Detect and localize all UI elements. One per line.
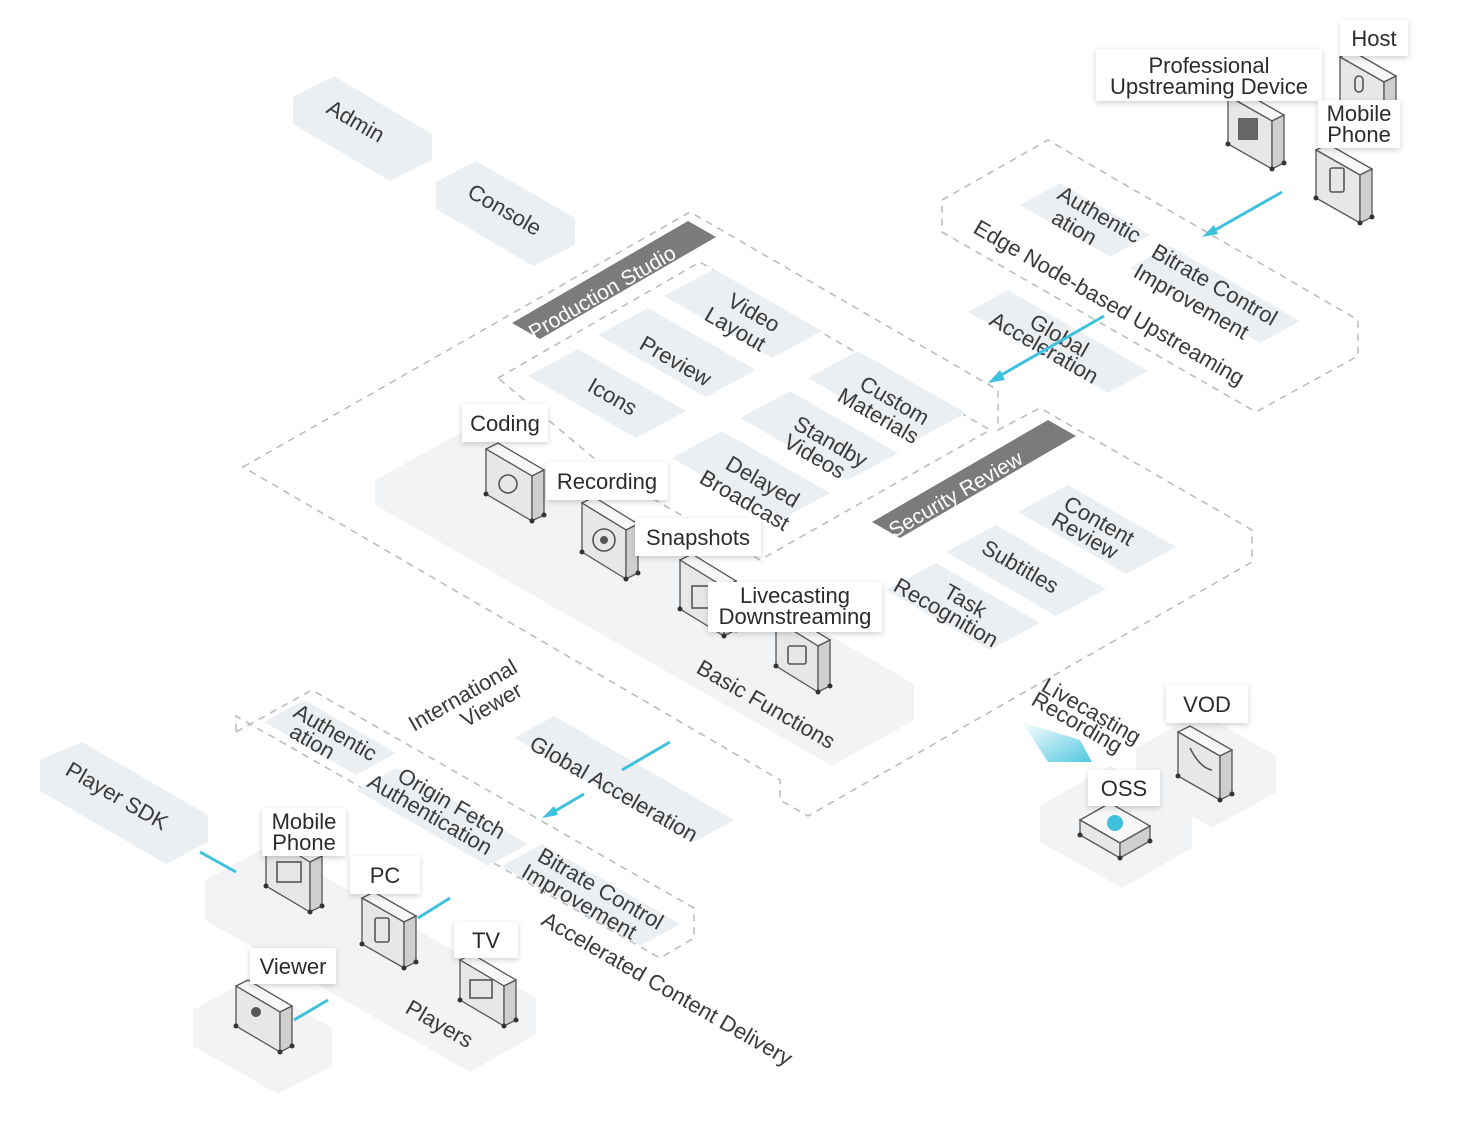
player-sdk-zone: Player SDK [40,742,208,864]
pc-tv-arrow [417,896,451,920]
delivery-tile-global-acceleration: Global Acceleration [514,716,734,847]
professional-label-line1: Professional [1148,53,1269,78]
cloud-icon [1107,815,1123,831]
edge-to-studio-arrow [988,314,1105,383]
viewer-device [233,979,295,1055]
professional-device [1225,89,1287,172]
content-delivery-outline [235,689,695,959]
server-icon [1238,118,1258,140]
snapshots-label-box: Snapshots [635,518,761,556]
pc-label-box: PC [350,856,420,894]
tv-label: TV [472,928,500,953]
coding-label-box: Coding [462,404,548,442]
viewer-arrow [293,998,329,1022]
coding-device [483,442,547,524]
security-review-title: Security Review [885,447,1028,543]
edge-upstreaming-outline [941,139,1359,413]
host-label: Host [1351,26,1396,51]
professional-label-box: Professional Upstreaming Device [1096,49,1322,101]
sdk-player-arrow [199,850,237,874]
source-mobile-label-line2: Phone [1327,122,1391,147]
edge-tile-authentication: Authentic ation [1020,181,1150,257]
microphone-icon [1354,75,1364,93]
oss-device [1077,802,1153,861]
source-mobile-label-line1: Mobile [1327,101,1392,126]
vod-device [1175,725,1235,803]
coding-label: Coding [470,411,540,436]
tv-device [457,953,519,1029]
viewer-label: Viewer [260,954,327,979]
source-mobile-label-box: Mobile Phone [1318,100,1400,148]
phone-call-icon [1189,747,1213,771]
livecasting-label-box: Livecasting Downstreaming [708,582,882,632]
source-mobile-device [1313,143,1375,226]
viewer-label-box: Viewer [250,948,336,984]
vod-label: VOD [1183,692,1231,717]
admin-zone: Admin [293,76,432,181]
recording-label-box: Recording [546,462,668,500]
delivery-tile-origin-fetch: Origin Fetch Authentication [356,763,528,866]
person-icon [251,1007,261,1017]
vod-label-box: VOD [1166,685,1248,723]
livecasting-label-line2: Downstreaming [719,604,872,629]
tv-screen-icon [276,861,302,883]
content-delivery-title: Accelerated Content Delivery [538,907,797,1071]
tablet-icon [374,917,390,943]
tv-label-box: TV [454,922,518,958]
record-icon [592,528,616,552]
processing-region-outline [241,211,1253,817]
recording-label: Recording [557,469,657,494]
player-mobile-label-line1: Mobile [272,809,337,834]
delivery-tile-authentication: Authentic ation [264,699,396,775]
phone-icon [1329,167,1345,193]
player-mobile-label-line2: Phone [272,830,336,855]
player-mobile-label-box: Mobile Phone [262,808,346,856]
pc-device [359,891,419,971]
delivery-arrow [542,740,671,818]
livecasting-label-line1: Livecasting [740,583,850,608]
oss-label-box: OSS [1088,770,1160,806]
professional-label-line2: Upstreaming Device [1110,74,1308,99]
monitor-icon [469,979,493,999]
play-icon [787,645,807,665]
refresh-icon [498,474,518,494]
livecasting-recording-flow: Livecasting Recording [1022,673,1145,762]
snapshots-label: Snapshots [646,525,750,550]
pc-label: PC [370,863,401,888]
host-label-box: Host [1340,20,1408,56]
upstream-arrow [1202,190,1283,237]
studio-tile-icons: Icons [528,349,686,438]
oss-label: OSS [1101,776,1147,801]
console-zone: Console [436,161,575,266]
